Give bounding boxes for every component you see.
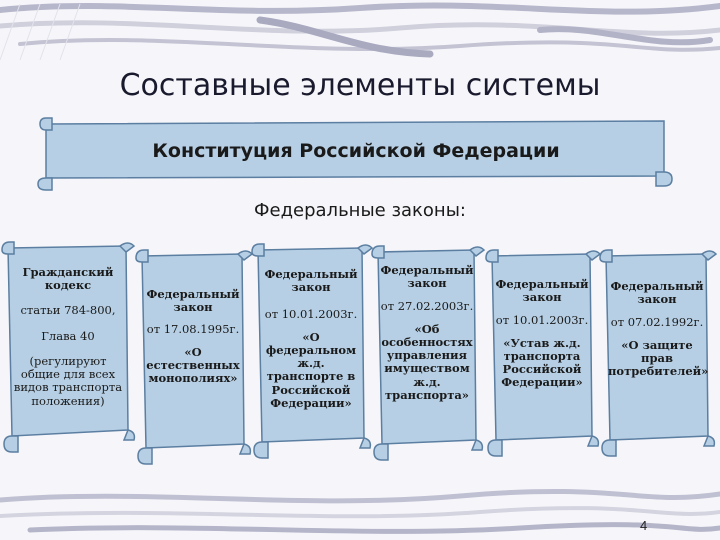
- law-scroll-monopolies: Федеральный закон от 17.08.1995г. «О ест…: [146, 287, 240, 394]
- scroll-chapter: Глава 40: [41, 328, 95, 343]
- scroll-heading: Федеральный закон: [264, 267, 358, 295]
- scroll-note: (регулируют общие для всех видов транспо…: [13, 353, 123, 408]
- scroll-law-name: «О федеральном ж.д. транспорте в Российс…: [265, 329, 357, 410]
- scroll-date: от 27.02.2003г.: [380, 299, 474, 314]
- constitution-label: Конституция Российской Федерации: [152, 140, 560, 162]
- law-scroll-civil-code: Гражданский кодекс статьи 784-800, Глава…: [12, 265, 124, 417]
- scroll-heading: Федеральный закон: [610, 279, 704, 307]
- page-number: 4: [640, 518, 648, 533]
- scroll-heading: Федеральный закон: [380, 263, 474, 291]
- law-scroll-consumer-rights: Федеральный закон от 07.02.1992г. «О защ…: [608, 279, 709, 387]
- scroll-heading: Федеральный закон: [146, 287, 240, 315]
- scroll-heading: Федеральный закон: [495, 277, 589, 305]
- scroll-law-name: «Устав ж.д. транспорта Российской Федера…: [501, 335, 583, 390]
- law-scroll-railway-charter: Федеральный закон от 10.01.2003г. «Устав…: [494, 277, 590, 399]
- scroll-date: от 10.01.2003г.: [495, 313, 589, 328]
- law-scroll-railway-property: Федеральный закон от 27.02.2003г. «Об ос…: [380, 263, 474, 411]
- scroll-law-name: «Об особенностях управления имуществом ж…: [381, 321, 473, 402]
- law-scroll-railway-transport: Федеральный закон от 10.01.2003г. «О фед…: [260, 267, 362, 419]
- scroll-date: от 17.08.1995г.: [146, 322, 240, 337]
- scroll-articles: статьи 784-800,: [20, 303, 116, 318]
- scroll-heading: Гражданский кодекс: [22, 265, 114, 293]
- slide-title: Составные элементы системы: [119, 68, 601, 103]
- scroll-law-name: «О естественных монополиях»: [146, 344, 240, 386]
- scroll-date: от 10.01.2003г.: [264, 307, 358, 322]
- scroll-law-name: «О защите прав потребителей»: [608, 337, 709, 379]
- scroll-date: от 07.02.1992г.: [610, 315, 704, 330]
- federal-laws-heading: Федеральные законы:: [254, 200, 466, 221]
